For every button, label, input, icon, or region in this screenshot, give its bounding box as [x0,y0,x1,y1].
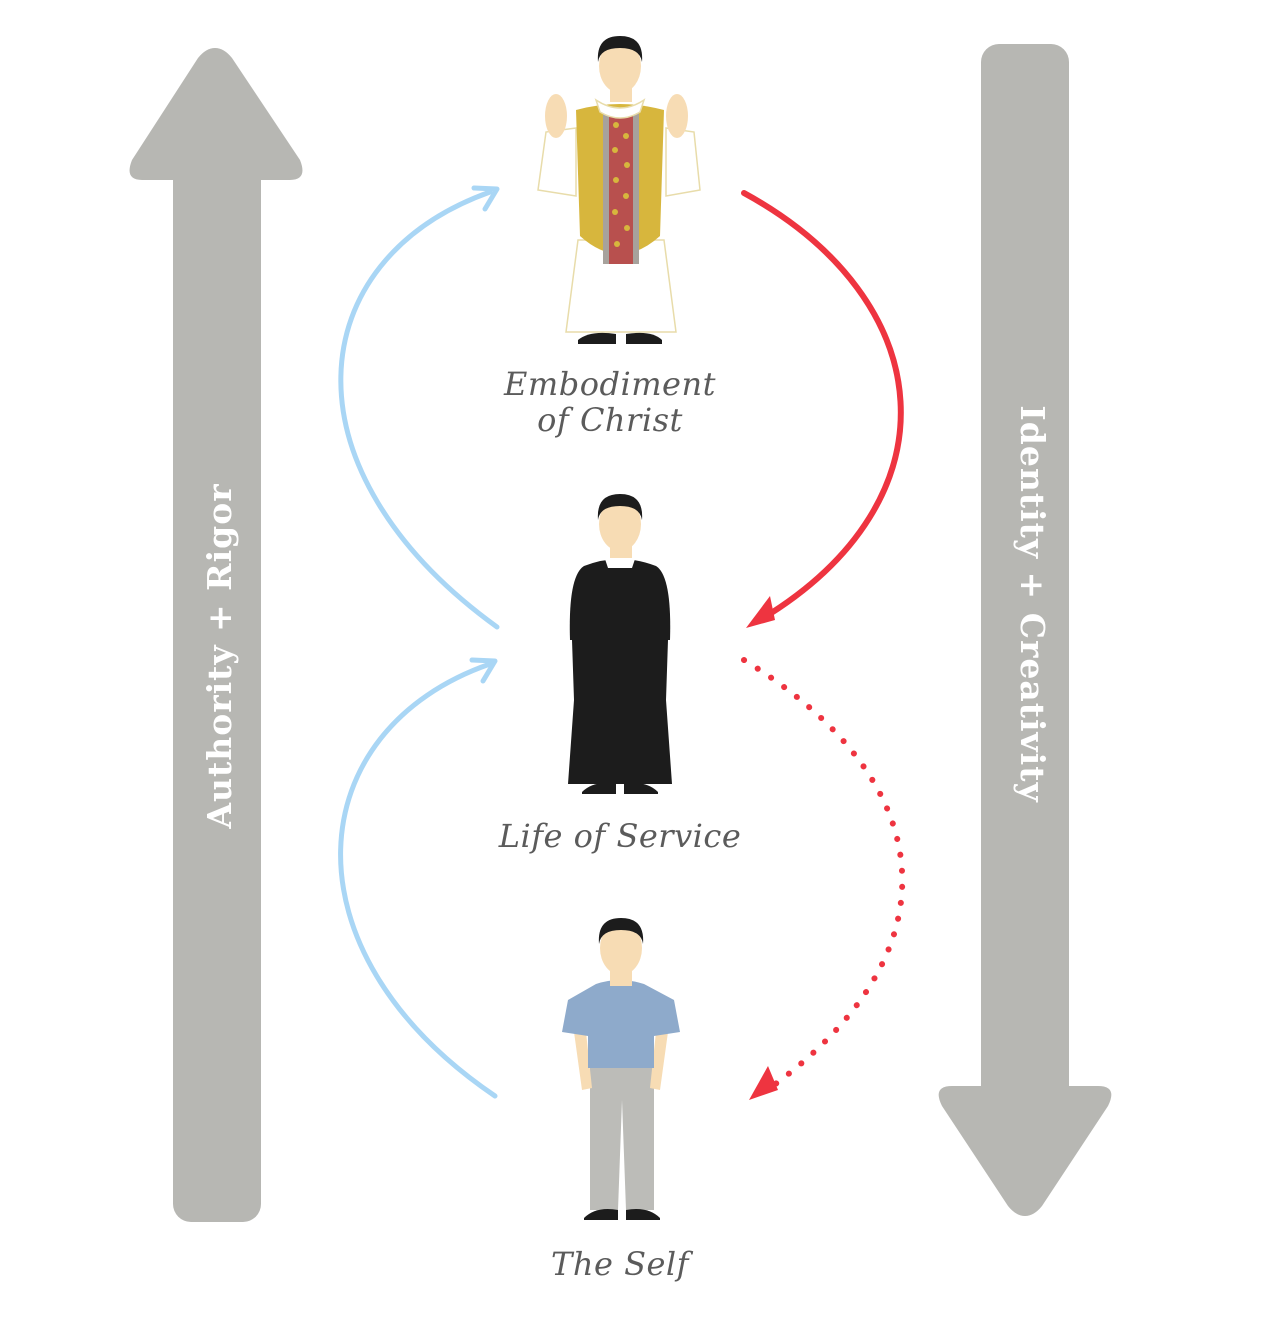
right-arm [656,566,671,640]
ascend-curve-upper [338,185,500,630]
left-arrow-shaft [173,160,261,1222]
identity-creativity-arrow: Identity + Creativity [938,44,1112,1216]
right-shoe [626,332,662,344]
right-shoe [624,783,658,794]
life-of-service-caption: Life of Service [498,817,742,855]
head [599,39,641,93]
layperson-figure [562,918,680,1220]
trousers [590,1062,654,1210]
arrowhead-icon [471,185,500,212]
right-hand [666,94,688,138]
ascend-curve-lower [338,657,498,1099]
hair [598,918,644,944]
t-shirt [562,980,680,1068]
right-arrow-label: Identity + Creativity [1013,405,1052,802]
amice [594,98,646,119]
right-sleeve [665,127,701,197]
orphrey-pattern [612,122,630,247]
left-shoe [582,783,616,794]
arrowhead-icon [469,657,498,684]
arrowhead-icon [746,596,775,628]
right-arm [650,1032,668,1090]
right-shoe [626,1209,660,1220]
embodiment-of-christ-caption: Embodiment of Christ [460,366,760,438]
right-arrow-shaft [981,44,1069,1106]
left-arm [574,1032,592,1090]
left-arrow-label: Authority + Rigor [200,483,239,829]
orphrey-inner [609,110,633,264]
priest-cassock-figure [568,494,672,794]
right-arrow-head [938,1086,1112,1216]
left-shoe [584,1209,618,1220]
head [600,921,642,975]
hair [597,494,643,520]
left-shoe [578,332,616,344]
left-sleeve [537,127,577,197]
head [599,497,641,551]
descend-curve-dotted [741,657,906,1100]
left-arm [569,566,584,640]
descend-curve-solid [741,190,904,628]
the-self-caption: The Self [551,1245,689,1283]
arrowhead-icon [749,1066,778,1100]
priest-vestments-figure [537,36,701,344]
caption-line-2: of Christ [537,401,683,439]
cassock [568,559,672,784]
caption-line-1: Embodiment [504,365,716,403]
roman-collar [604,556,636,568]
left-arrow-head [129,48,303,180]
left-hand [545,94,567,138]
hair [597,36,643,62]
authority-rigor-arrow: Authority + Rigor [129,48,303,1222]
